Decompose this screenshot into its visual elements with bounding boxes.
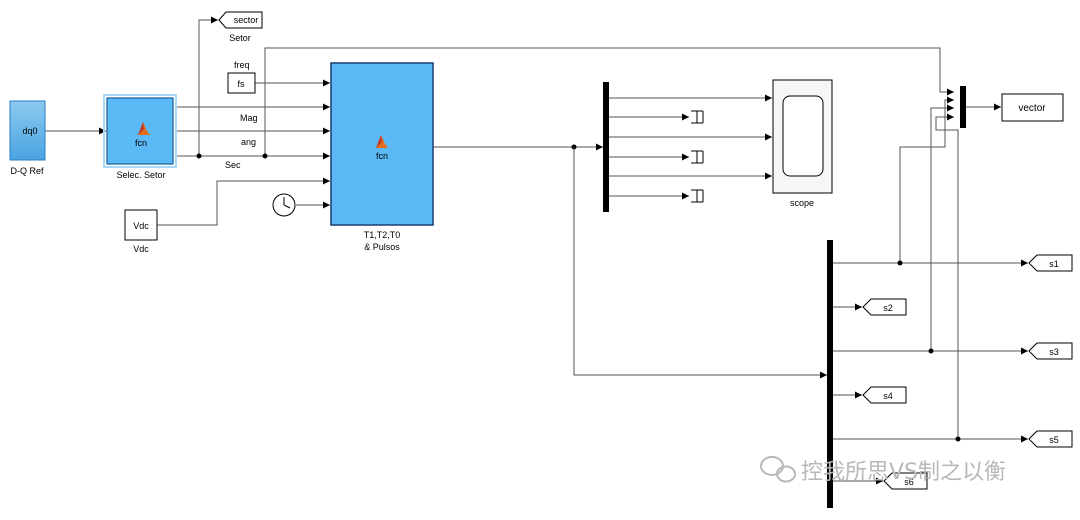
selec-setor-block[interactable]: fcn Selec. Setor (103, 94, 177, 180)
wire-sec-to-mux[interactable] (264, 47, 954, 156)
demux-bar-2[interactable] (827, 240, 833, 508)
vdc-value: Vdc (133, 221, 149, 231)
goto-label-s5: s5 (1049, 435, 1059, 445)
sector-tag-caption: Setor (229, 33, 251, 43)
junction-sec (196, 153, 202, 159)
scope-caption: scope (790, 198, 814, 208)
wire-to-demux2[interactable] (573, 147, 827, 379)
clock-icon[interactable] (272, 193, 296, 217)
goto-tag-s2[interactable]: s2 (862, 298, 907, 316)
junction-s3 (928, 348, 934, 354)
selec-setor-caption: Selec. Setor (116, 170, 165, 180)
sector-goto-tag[interactable]: sector Setor (218, 11, 263, 43)
scope-screen-icon (782, 95, 824, 177)
svm-pulse-block[interactable]: fcn T1,T2,T0 & Pulsos (330, 62, 434, 252)
vdc-caption: Vdc (133, 244, 149, 254)
goto-tag-s4[interactable]: s4 (862, 386, 907, 404)
goto-label-s4: s4 (883, 391, 893, 401)
signal-label-mag: Mag (240, 113, 258, 123)
junction-s5 (955, 436, 961, 442)
goto-tag-s6[interactable]: s6 (883, 472, 928, 490)
terminator-icon (691, 150, 704, 164)
sector-tag-label: sector (234, 15, 259, 25)
mux-bar[interactable] (960, 86, 966, 128)
goto-tag-s5[interactable]: s5 (1028, 430, 1073, 448)
goto-label-s3: s3 (1049, 347, 1059, 357)
wire-s1-to-mux[interactable] (899, 96, 954, 263)
wires (45, 16, 1028, 485)
fs-constant-block[interactable]: fs (227, 72, 256, 94)
svm-fn: fcn (376, 151, 388, 161)
wire-to-sector[interactable] (198, 16, 218, 156)
signal-label-ang: ang (241, 137, 256, 147)
signal-label-sec: Sec (225, 160, 241, 170)
goto-tag-s3[interactable]: s3 (1028, 342, 1073, 360)
svm-caption-line1: T1,T2,T0 (364, 230, 401, 240)
watermark: 控我所思VS制之以衡 (760, 456, 1006, 485)
terminators (691, 110, 704, 203)
goto-label-s1: s1 (1049, 259, 1059, 269)
svm-caption-line2: & Pulsos (364, 242, 400, 252)
wire-s5-to-mux[interactable] (935, 113, 959, 439)
selec-setor-fn: fcn (135, 138, 147, 148)
vdc-constant-block[interactable]: Vdc Vdc (124, 209, 158, 254)
junction-sec-2 (262, 153, 268, 159)
demux-bar-1[interactable] (603, 82, 609, 212)
goto-tag-s1[interactable]: s1 (1028, 254, 1073, 272)
terminator-icon (691, 110, 704, 124)
wechat-logo-icon (760, 456, 796, 483)
junction-s1 (897, 260, 903, 266)
dq-ref-block[interactable]: dq0 D-Q Ref (9, 100, 46, 176)
vector-label: vector (1018, 103, 1046, 114)
vector-block[interactable]: vector (1001, 93, 1064, 122)
fs-value: fs (237, 79, 245, 89)
wire-vdc[interactable] (157, 177, 330, 226)
signal-labels: freq Mag ang Sec (225, 60, 258, 170)
scope-block[interactable]: scope (772, 79, 833, 208)
goto-label-s6: s6 (904, 477, 914, 487)
dq-ref-caption: D-Q Ref (10, 166, 44, 176)
wire-s3-to-mux[interactable] (930, 104, 954, 351)
dq-ref-port-label: dq0 (22, 126, 37, 136)
signal-label-freq: freq (234, 60, 250, 70)
watermark-text: 控我所思VS制之以衡 (801, 460, 1006, 485)
goto-label-s2: s2 (883, 303, 893, 313)
terminator-icon (691, 189, 704, 203)
